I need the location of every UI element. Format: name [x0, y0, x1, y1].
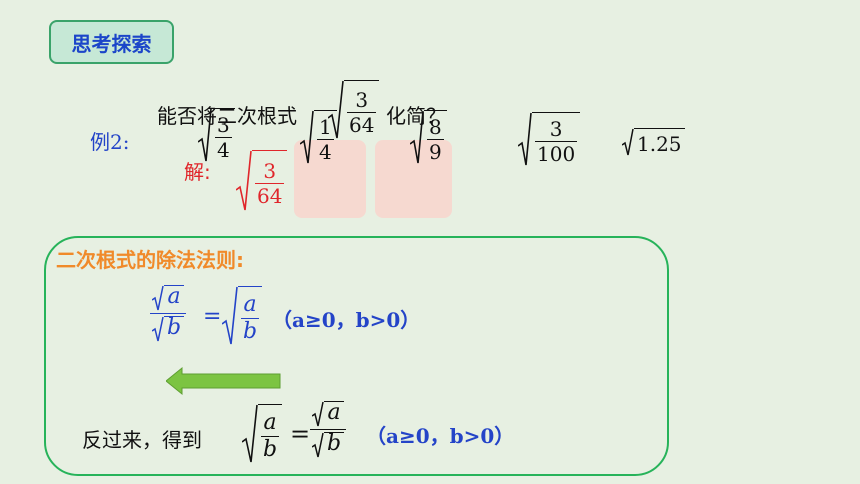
radical-sign-icon — [410, 110, 424, 164]
solution-label: 解: — [184, 160, 211, 184]
rule-rhs-a: a — [243, 291, 257, 317]
radical-sign-icon — [152, 285, 165, 311]
rule-condition-1: （a≥0，b>0） — [272, 308, 421, 332]
radical-sign-icon — [518, 112, 532, 166]
example-5-value: 1.25 — [637, 131, 682, 156]
example-3-num: 8 — [429, 114, 442, 139]
radical-sign-icon — [152, 316, 164, 342]
example-2-den: 4 — [317, 138, 334, 164]
example-radical-3: 8 9 — [410, 110, 447, 166]
example-2-num: 1 — [319, 114, 332, 139]
radical-sign-icon — [242, 404, 258, 463]
question-frac-num: 3 — [355, 87, 369, 112]
solution-radical: 3 64 — [236, 150, 288, 214]
radical-sign-icon — [312, 432, 324, 458]
rule-rhs-b: b — [241, 317, 260, 344]
example-3-den: 9 — [427, 138, 444, 164]
example-4-den: 100 — [535, 140, 578, 166]
example-1-num: 3 — [217, 112, 230, 137]
example-radical-5: 1.25 — [622, 128, 685, 156]
solution-frac-den: 64 — [255, 182, 285, 208]
rule-lhs-a: a — [164, 285, 184, 311]
rule-condition-2: （a≥0，b>0） — [366, 424, 515, 448]
radical-sign-icon — [312, 401, 325, 427]
reverse-lhs-b: b — [261, 435, 280, 462]
example-radical-4: 3 100 — [518, 112, 581, 168]
reverse-rhs-b: b — [324, 432, 345, 458]
rule-equals: = — [203, 304, 222, 329]
reverse-rhs-a: a — [324, 401, 344, 427]
radical-sign-icon — [236, 150, 252, 211]
reverse-rhs-fraction: a b — [310, 400, 347, 458]
radical-sign-icon — [198, 108, 212, 162]
section-badge: 思考探索 — [49, 20, 174, 64]
reverse-equals: = — [290, 420, 311, 448]
question-fraction: 3 64 — [347, 87, 377, 137]
example-radical-1: 3 4 — [198, 108, 235, 164]
left-arrow-icon — [166, 366, 281, 396]
example-4-num: 3 — [549, 116, 563, 141]
rule-box — [44, 236, 669, 476]
rule-title: 二次根式的除法法则: — [56, 248, 244, 272]
example-label: 例2: — [90, 130, 130, 154]
rule-lhs-b: b — [164, 316, 185, 342]
question-frac-den: 64 — [347, 111, 377, 137]
question-radical: 3 64 — [328, 80, 380, 142]
radical-sign-icon — [328, 80, 344, 139]
reverse-lhs-radical: a b — [242, 404, 283, 466]
reverse-text: 反过来，得到 — [82, 428, 202, 452]
rule-lhs-fraction: a b — [150, 284, 187, 342]
question-suffix: 化简？ — [386, 104, 446, 128]
reverse-lhs-a: a — [263, 409, 277, 435]
radical-sign-icon — [622, 128, 634, 156]
radical-sign-icon — [300, 110, 314, 164]
solution-frac-num: 3 — [263, 158, 277, 183]
radical-sign-icon — [222, 286, 238, 345]
example-radical-2: 1 4 — [300, 110, 337, 166]
rule-rhs-radical: a b — [222, 286, 263, 348]
example-1-den: 4 — [215, 136, 232, 162]
highlight-box-2 — [375, 140, 452, 218]
